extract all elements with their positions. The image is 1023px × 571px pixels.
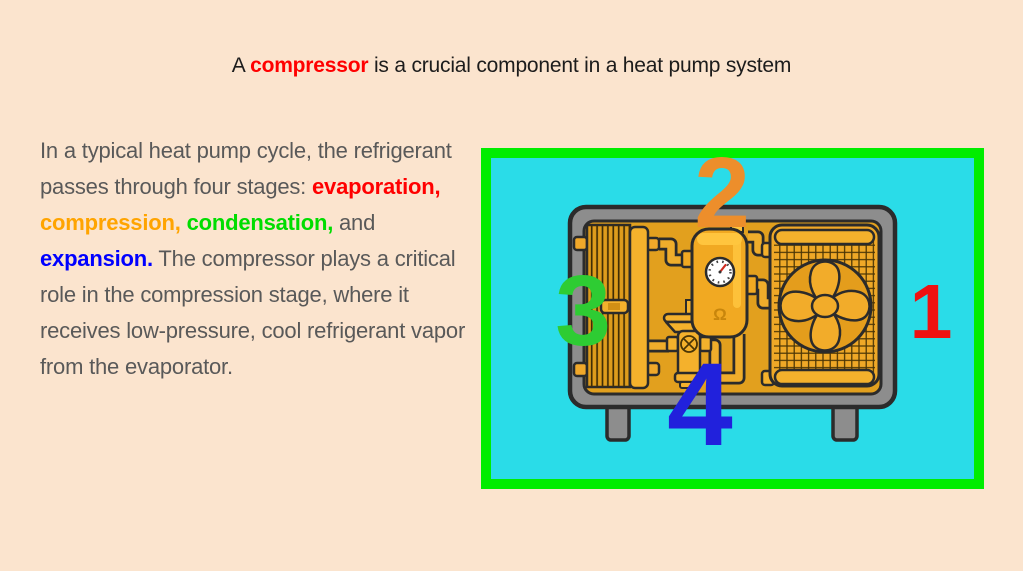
fan xyxy=(779,260,871,352)
tank-highlight-side xyxy=(733,238,741,308)
paragraph-outro: The compressor plays a critical role in … xyxy=(40,246,466,379)
grille-bar-top xyxy=(773,228,876,246)
coil-stub-top-left xyxy=(572,235,589,252)
coil-header-bar xyxy=(628,225,650,390)
fan-grille-unit xyxy=(760,223,881,388)
label-1: 1 xyxy=(910,269,953,355)
tank-highlight-top xyxy=(697,233,742,245)
compressor-tank: Ω xyxy=(680,219,759,339)
heat-pump-diagram: Ω 1 2 3 4 xyxy=(481,148,984,489)
stage-compression: compression, xyxy=(40,210,181,235)
condenser-coil xyxy=(572,223,661,390)
title-prefix: A xyxy=(231,54,251,77)
body-paragraph: In a typical heat pump cycle, the refrig… xyxy=(40,133,476,385)
stage-evaporation: evaporation, xyxy=(312,174,441,199)
gauge-ticks xyxy=(708,260,732,284)
title-highlight: compressor xyxy=(250,54,369,77)
omega-symbol: Ω xyxy=(713,305,727,324)
label-2: 2 xyxy=(694,148,750,249)
fan-hub xyxy=(810,293,840,319)
label-3: 3 xyxy=(555,255,611,367)
stage-expansion: expansion. xyxy=(40,246,153,271)
valve-foot xyxy=(679,381,699,389)
label-4: 4 xyxy=(667,339,733,471)
title-suffix: is a crucial component in a heat pump sy… xyxy=(368,54,792,77)
grille-bar-bottom xyxy=(773,368,876,386)
separator: and xyxy=(333,210,376,235)
stage-condensation: condensation, xyxy=(186,210,334,235)
slide-title: A compressor is a crucial component in a… xyxy=(0,54,1023,78)
paragraph-intro: In a typical heat pump cycle, the refrig… xyxy=(40,138,452,199)
heat-pump-illustration-svg: Ω 1 2 3 4 xyxy=(481,148,984,489)
coil-handle-detail xyxy=(608,303,620,310)
